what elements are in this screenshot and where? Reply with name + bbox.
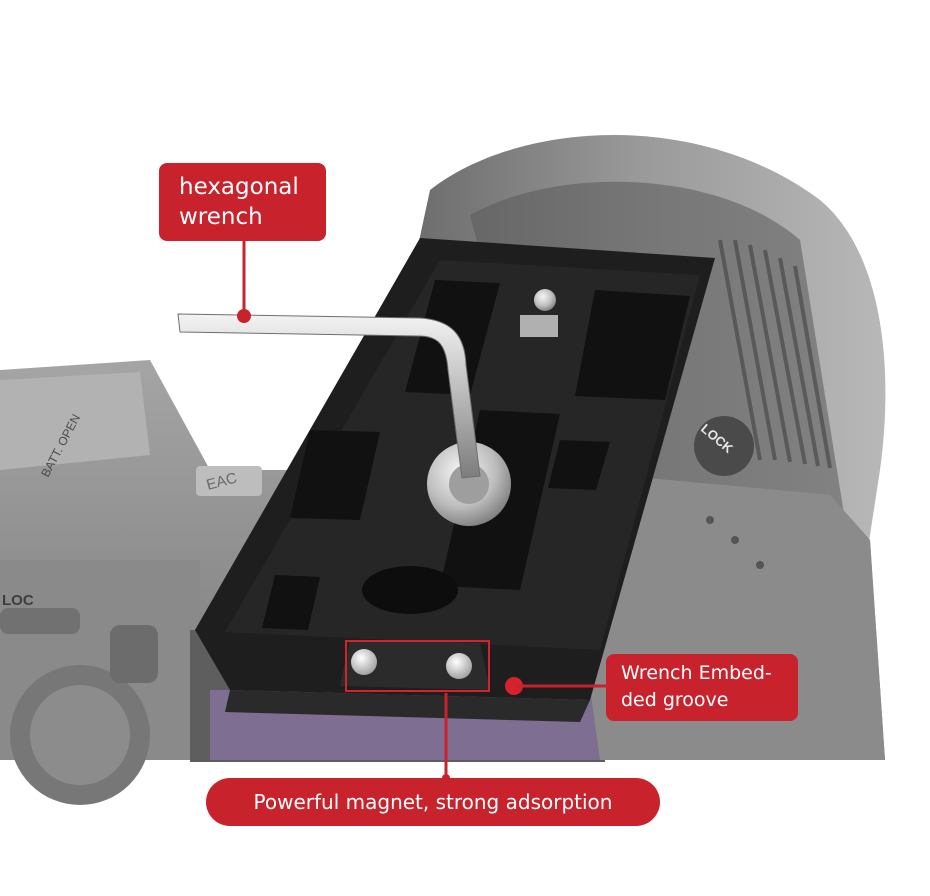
magnet-left	[351, 649, 377, 675]
magnet-right	[446, 653, 472, 679]
callout-hexagonal-wrench: hexagonal wrench	[159, 163, 326, 241]
magnet-slot	[340, 640, 490, 692]
callout-magnet-text: Powerful magnet, strong adsorption	[253, 790, 613, 814]
leader-lines	[242, 241, 606, 778]
callout-groove-line2: ded groove	[621, 689, 729, 711]
callout-wrench-line1: hexagonal	[179, 174, 299, 200]
wrench-groove	[505, 677, 523, 695]
wrench-pointer-dot	[237, 309, 251, 323]
callout-wrench-groove: Wrench Embed- ded groove	[606, 654, 798, 721]
lock-switch-marking: LOC	[2, 592, 34, 609]
callout-groove-line1: Wrench Embed-	[621, 662, 772, 684]
hex-wrench	[177, 313, 481, 479]
callout-magnet: Powerful magnet, strong adsorption	[206, 778, 660, 826]
callout-wrench-line2: wrench	[179, 204, 263, 230]
